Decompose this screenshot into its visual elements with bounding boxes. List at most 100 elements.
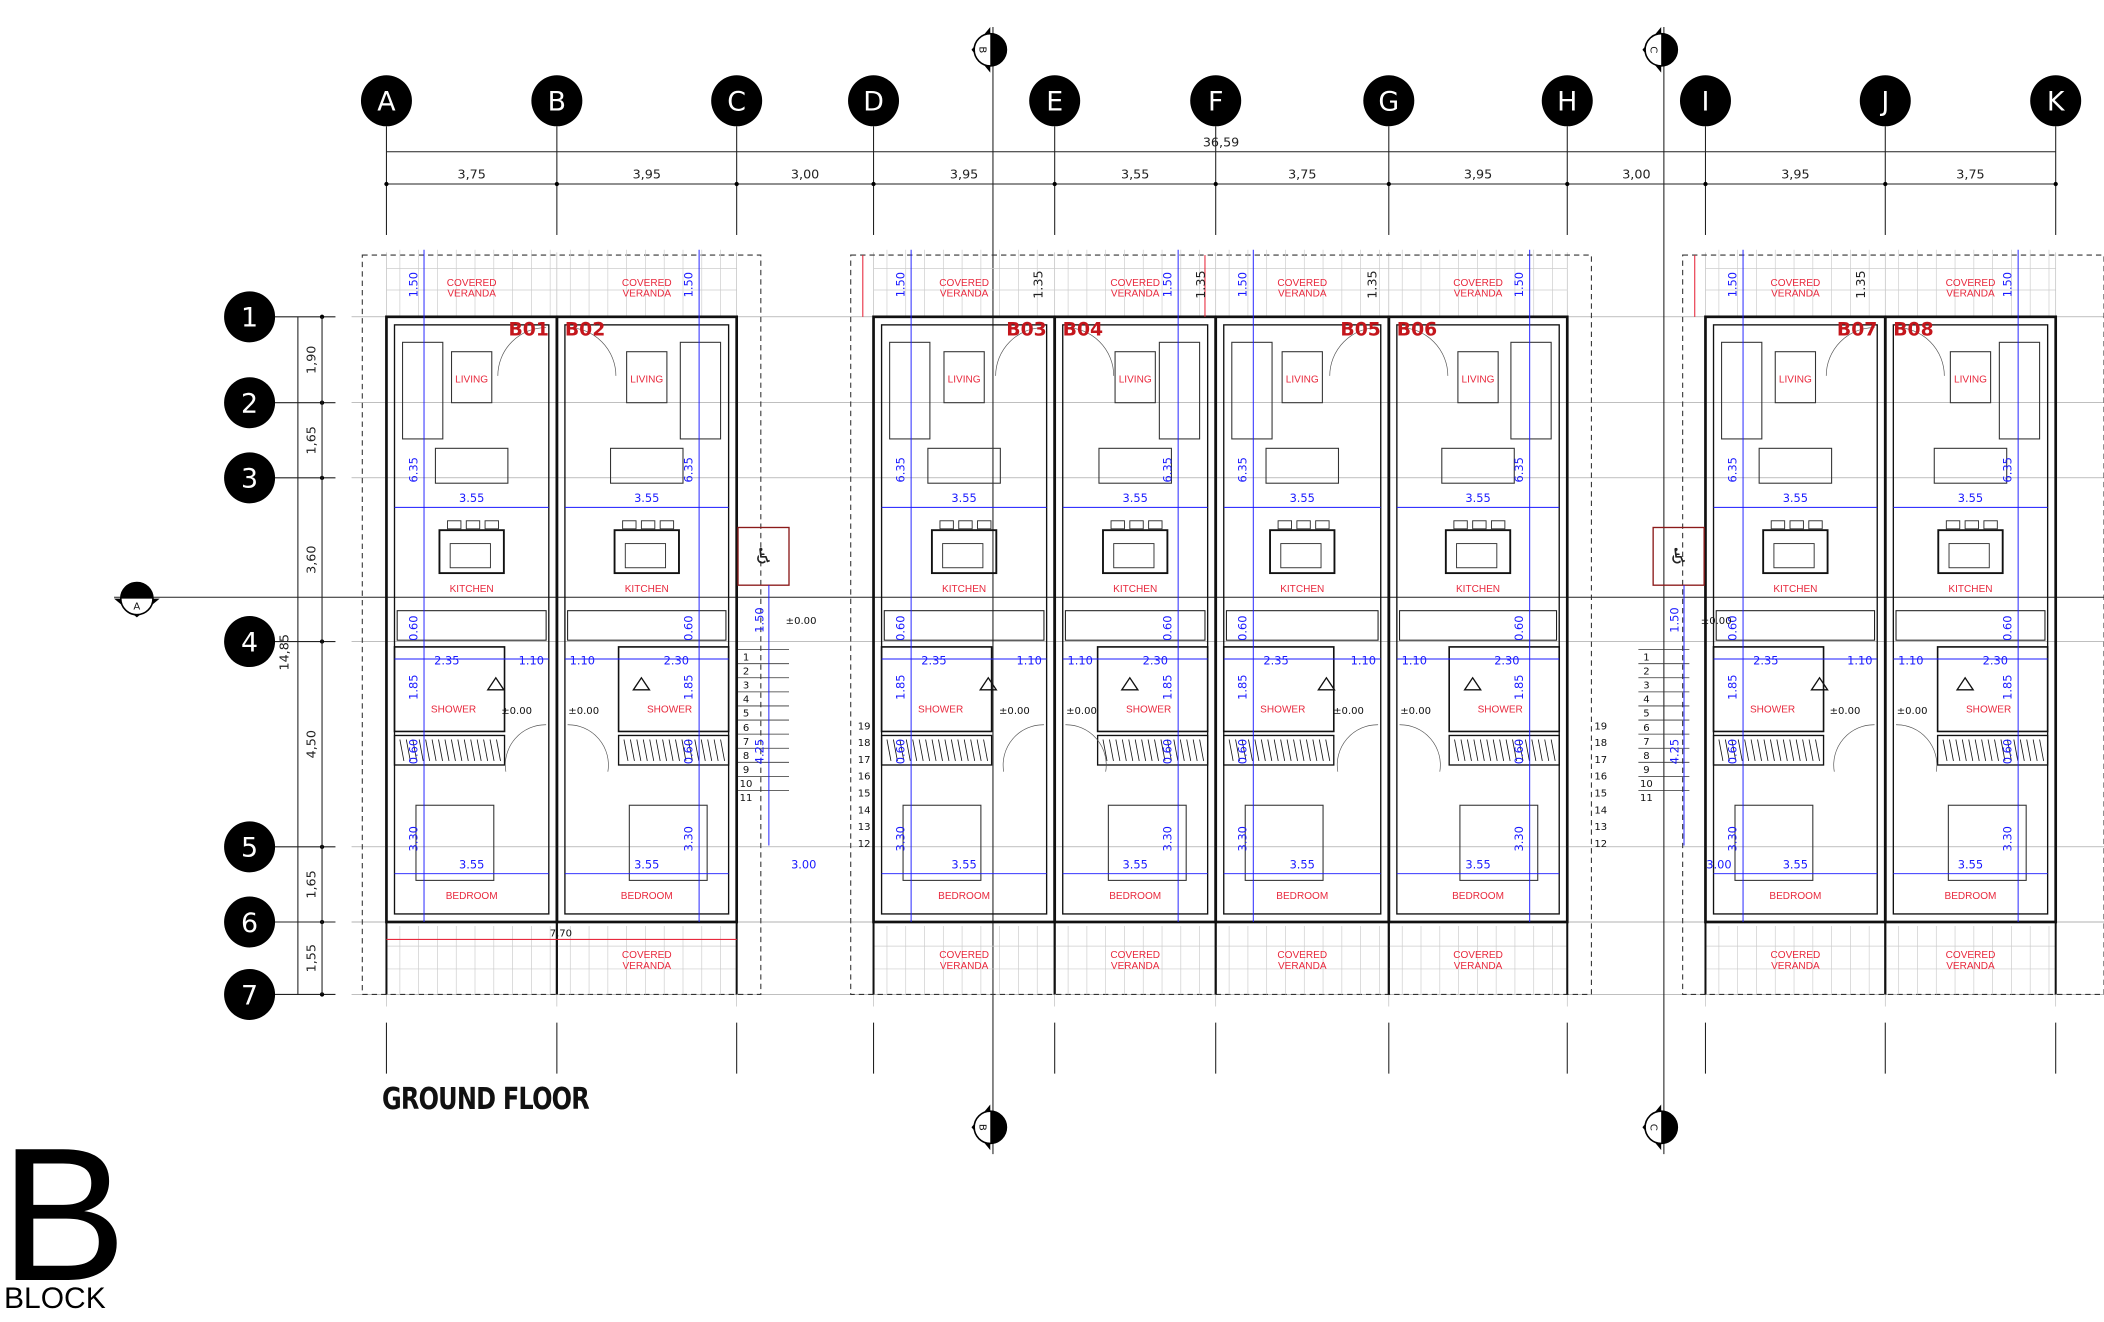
kitchen-label: KITCHEN	[1948, 584, 1992, 595]
grid-bubble-circle	[224, 291, 276, 343]
wardrobe-hanger	[1815, 739, 1820, 762]
column-spacing-label: 3,55	[1121, 168, 1149, 183]
coffee-table	[1774, 351, 1817, 404]
wardrobe-hanger	[1286, 739, 1292, 762]
stair-step-number: 1	[1643, 652, 1649, 663]
bedroom-label: BEDROOM	[1276, 891, 1328, 902]
bed	[902, 804, 982, 881]
wardrobe-hanger	[681, 739, 687, 762]
wardrobe-hanger	[1994, 739, 1999, 762]
wardrobe-hanger	[405, 739, 411, 762]
bath-depth-dim: 1.85	[1512, 674, 1526, 699]
stair-step-number: 17	[858, 755, 871, 766]
interior-wall	[1396, 324, 1560, 915]
floor-level-label: ±0.00	[568, 706, 599, 717]
stair-step-number: 16	[858, 772, 871, 783]
armchair	[889, 341, 931, 440]
wardrobe	[1223, 734, 1335, 766]
veranda-label: COVERED	[1946, 278, 1996, 289]
wardrobe-hanger	[2000, 739, 2006, 762]
wardrobe-dim: 0.60	[2000, 739, 2014, 764]
wardrobe-hanger	[1974, 739, 1980, 762]
bath-width-dim: 2.30	[664, 653, 689, 667]
hall-width-dim: 1.10	[1402, 653, 1427, 667]
living-depth-dim: 6.35	[681, 457, 695, 482]
armchair	[1158, 341, 1201, 440]
section-circle-fill	[1661, 33, 1678, 66]
veranda-bottom	[386, 926, 557, 995]
wardrobe-hanger	[912, 739, 918, 762]
column-spacing-label: 3,75	[1288, 168, 1316, 183]
bath-depth-dim: 1.85	[1725, 674, 1739, 699]
grid-bubble-1: 1	[224, 291, 276, 343]
triangle-symbol-icon	[1463, 676, 1482, 691]
accessible-lift	[737, 526, 790, 586]
armchair	[1721, 341, 1763, 440]
column-spacing-label: 3,95	[1781, 168, 1809, 183]
veranda-depth-dim: 1.50	[1725, 272, 1739, 297]
column-spacing-label: 3,00	[791, 168, 819, 183]
wardrobe-hanger	[2013, 739, 2019, 762]
stair-step-number: 12	[858, 839, 871, 850]
kitchen-counter	[1895, 610, 2046, 641]
wardrobe-hanger	[438, 739, 443, 762]
wardrobe-hanger	[1115, 739, 1121, 762]
bar-stool	[1148, 520, 1163, 530]
counter-dim: 0.60	[893, 615, 907, 640]
bath-width-dim: 2.35	[1263, 653, 1288, 667]
grid-bubble-label: F	[1208, 87, 1223, 118]
triangle-symbol-icon	[1120, 676, 1140, 691]
row-spacing-label: 1,55	[304, 944, 319, 972]
wardrobe-hanger	[1299, 739, 1305, 762]
bath-width-dim: 2.35	[921, 653, 946, 667]
wardrobe-hanger	[1109, 739, 1114, 762]
wardrobe	[1448, 734, 1560, 766]
stair-step-number: 3	[743, 681, 749, 692]
veranda-bottom	[1388, 926, 1568, 995]
bedroom-label: BEDROOM	[446, 891, 498, 902]
wardrobe-hanger	[1512, 739, 1517, 762]
drawing-title: GROUND FLOOR	[382, 1082, 590, 1117]
grid-bubble-A: A	[360, 75, 412, 127]
veranda-top	[556, 249, 737, 317]
kitchen-label: KITCHEN	[1456, 584, 1500, 595]
wardrobe-hanger	[1981, 739, 1987, 762]
floor-level-label: ±0.00	[1066, 706, 1097, 717]
stair-step-number: 1	[743, 652, 749, 663]
stair-step-number: 4	[1643, 695, 1649, 706]
wardrobe-hanger	[1134, 739, 1140, 762]
kitchen-island	[1937, 529, 2004, 575]
wardrobe-hanger	[1473, 739, 1479, 762]
section-marker-b-top: B	[971, 26, 1008, 73]
bedroom-depth-dim: 3.30	[1236, 826, 1250, 851]
wardrobe-dim: 0.60	[1725, 739, 1739, 764]
grid-bubble-label: C	[727, 87, 746, 118]
bath-width-dim: 2.30	[1494, 653, 1519, 667]
veranda-bottom	[1885, 926, 2056, 995]
bathroom-door-swing	[1399, 724, 1441, 772]
wardrobe-hanger	[623, 739, 629, 762]
sink-icon	[624, 543, 667, 569]
bed	[415, 804, 495, 881]
stair-step-number: 17	[1594, 755, 1607, 766]
grid-bubble-5: 5	[224, 821, 276, 873]
sink-icon	[449, 543, 491, 569]
grid-bubble-F: F	[1190, 75, 1242, 127]
wardrobe-hanger	[1460, 739, 1466, 762]
wardrobe-hanger	[976, 739, 982, 762]
wardrobe	[880, 734, 993, 766]
entry-door-swing	[995, 327, 1044, 376]
wardrobe-hanger	[1312, 739, 1318, 762]
shower-label: SHOWER	[647, 705, 692, 716]
row-spacing-label: 3,60	[304, 546, 319, 574]
bar-stool	[1945, 520, 1961, 530]
wheelchair-icon: ♿	[754, 545, 773, 570]
column-spacing-label: 3,95	[950, 168, 978, 183]
dimension-tick	[871, 181, 876, 187]
bathroom-door-swing	[1896, 724, 1938, 772]
wardrobe-hanger	[899, 739, 905, 762]
bedroom-label: BEDROOM	[1769, 891, 1821, 902]
wardrobe-hanger	[687, 739, 693, 762]
veranda-bottom	[1705, 926, 1886, 995]
wardrobe-hanger	[1486, 739, 1492, 762]
